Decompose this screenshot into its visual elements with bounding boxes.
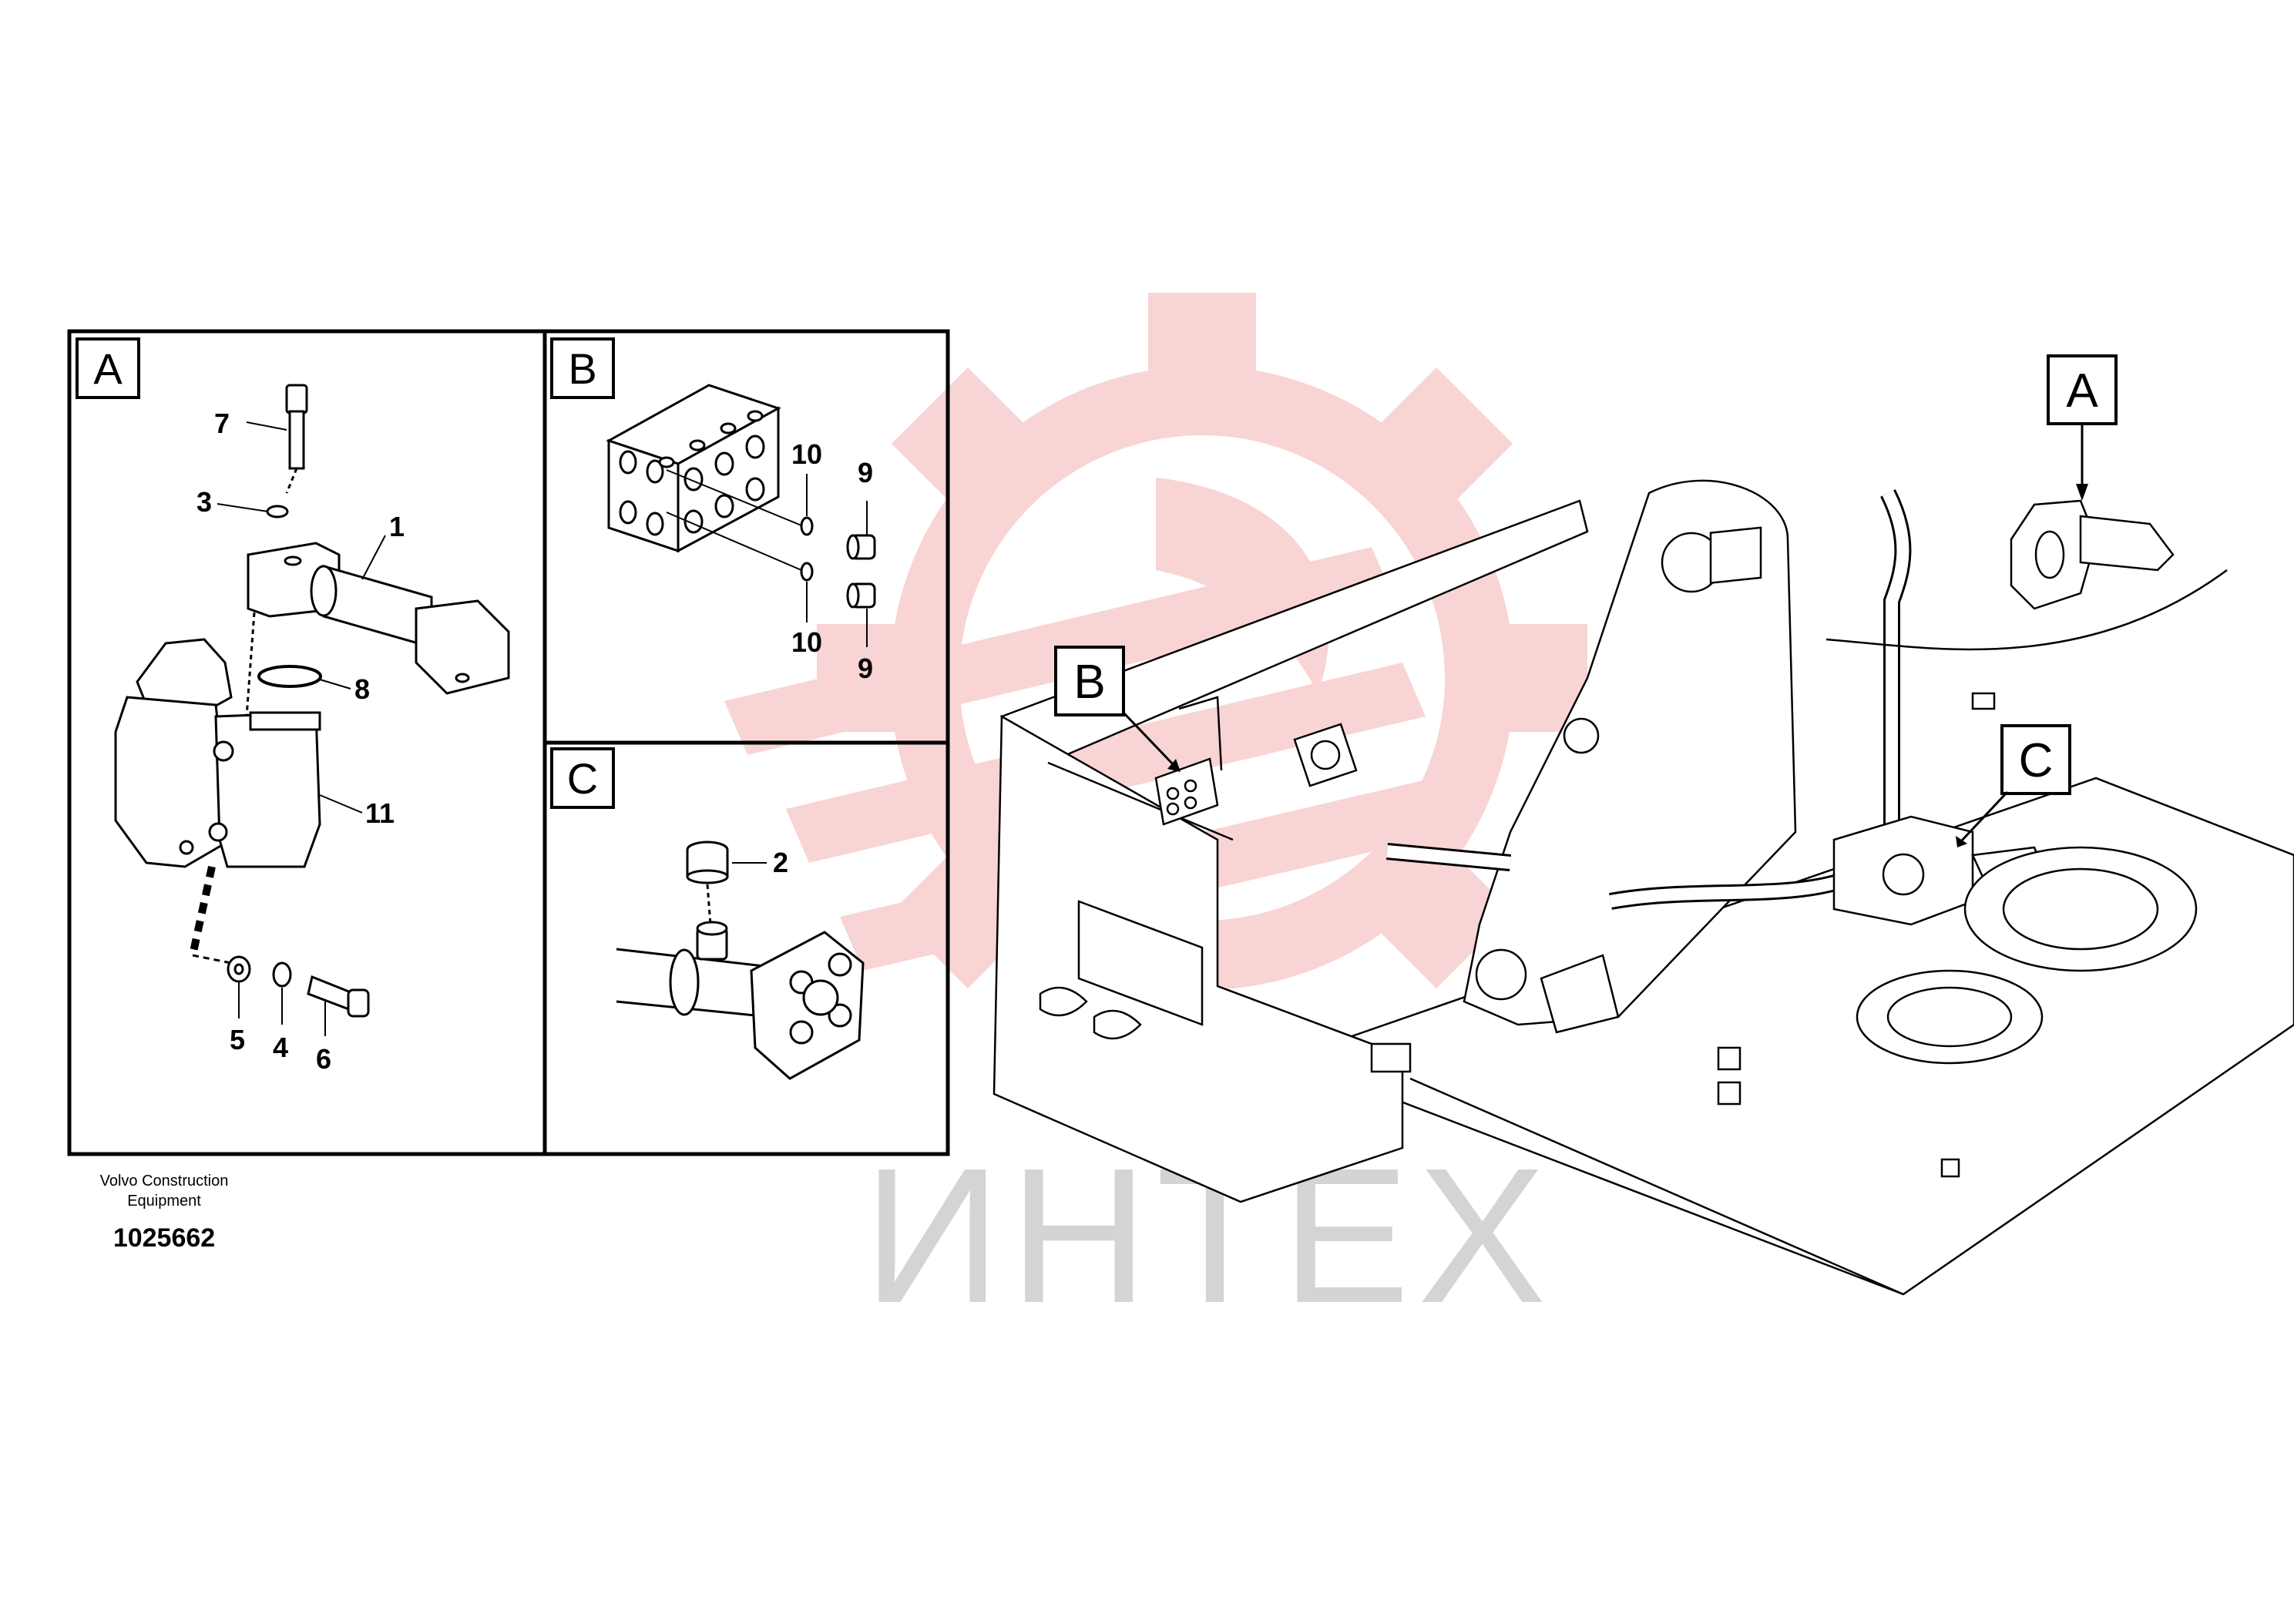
drawing-footer: Volvo Construction Equipment 1025662 <box>68 1171 260 1253</box>
panel-c-drawing <box>616 841 865 1080</box>
svg-text:C: C <box>567 754 598 803</box>
callout-7: 7 <box>214 408 230 439</box>
callout-9-lower: 9 <box>858 653 873 684</box>
detail-panels <box>67 329 950 1156</box>
callout-2: 2 <box>773 847 788 878</box>
o-ring-8 <box>257 665 322 688</box>
callout-11: 11 <box>365 797 395 829</box>
overview-label-a: A <box>2047 354 2118 501</box>
panel-b-drawing <box>606 384 876 609</box>
panel-b-callouts: 10 9 10 9 <box>791 438 873 684</box>
callout-10-upper: 10 <box>791 438 822 470</box>
panel-label-c: C <box>550 747 615 809</box>
svg-text:C: C <box>2019 734 2054 787</box>
callout-8: 8 <box>354 673 370 705</box>
overview-pump-a <box>2010 499 2175 610</box>
panel-c-callouts: 2 <box>732 847 788 878</box>
o-ring-10-lower <box>800 562 814 582</box>
callout-6: 6 <box>316 1043 331 1075</box>
o-ring-10-upper <box>800 516 814 536</box>
overview-machine-frame <box>992 479 2294 1296</box>
overview-label-c: C <box>1956 724 2071 847</box>
callout-1: 1 <box>389 511 405 542</box>
lock-washer-4 <box>272 961 292 988</box>
panel-a-drawing <box>114 384 510 1018</box>
drawing-number: 1025662 <box>113 1223 216 1253</box>
pump-11 <box>114 612 321 965</box>
overview-label-b: B <box>1054 646 1181 772</box>
callout-5: 5 <box>230 1024 245 1055</box>
company-name: Volvo Construction Equipment <box>99 1173 229 1210</box>
callout-9-upper: 9 <box>858 457 873 488</box>
distribution-block <box>606 384 781 553</box>
washer-3 <box>266 505 289 518</box>
overview-block-b <box>1154 696 1223 826</box>
callout-3: 3 <box>196 486 212 518</box>
plug-9-upper <box>846 534 876 560</box>
plug-9-lower <box>846 582 876 609</box>
svg-text:B: B <box>1073 656 1105 709</box>
svg-text:A: A <box>93 344 123 393</box>
svg-text:B: B <box>568 344 596 393</box>
cap-nut-2 <box>686 841 729 884</box>
hose-fitting <box>616 921 865 1080</box>
panel-a-callouts: 7 3 1 8 11 5 4 6 <box>196 408 405 1075</box>
callout-4: 4 <box>273 1032 288 1063</box>
bolt-7 <box>285 384 308 494</box>
overview-callouts: A B C <box>1054 354 2118 847</box>
svg-text:A: A <box>2066 364 2098 418</box>
panel-label-a: A <box>76 337 140 399</box>
bolt-6 <box>307 975 370 1018</box>
pipe-assembly-1 <box>247 542 510 695</box>
panel-label-b: B <box>550 337 615 399</box>
callout-10-lower: 10 <box>791 626 822 658</box>
